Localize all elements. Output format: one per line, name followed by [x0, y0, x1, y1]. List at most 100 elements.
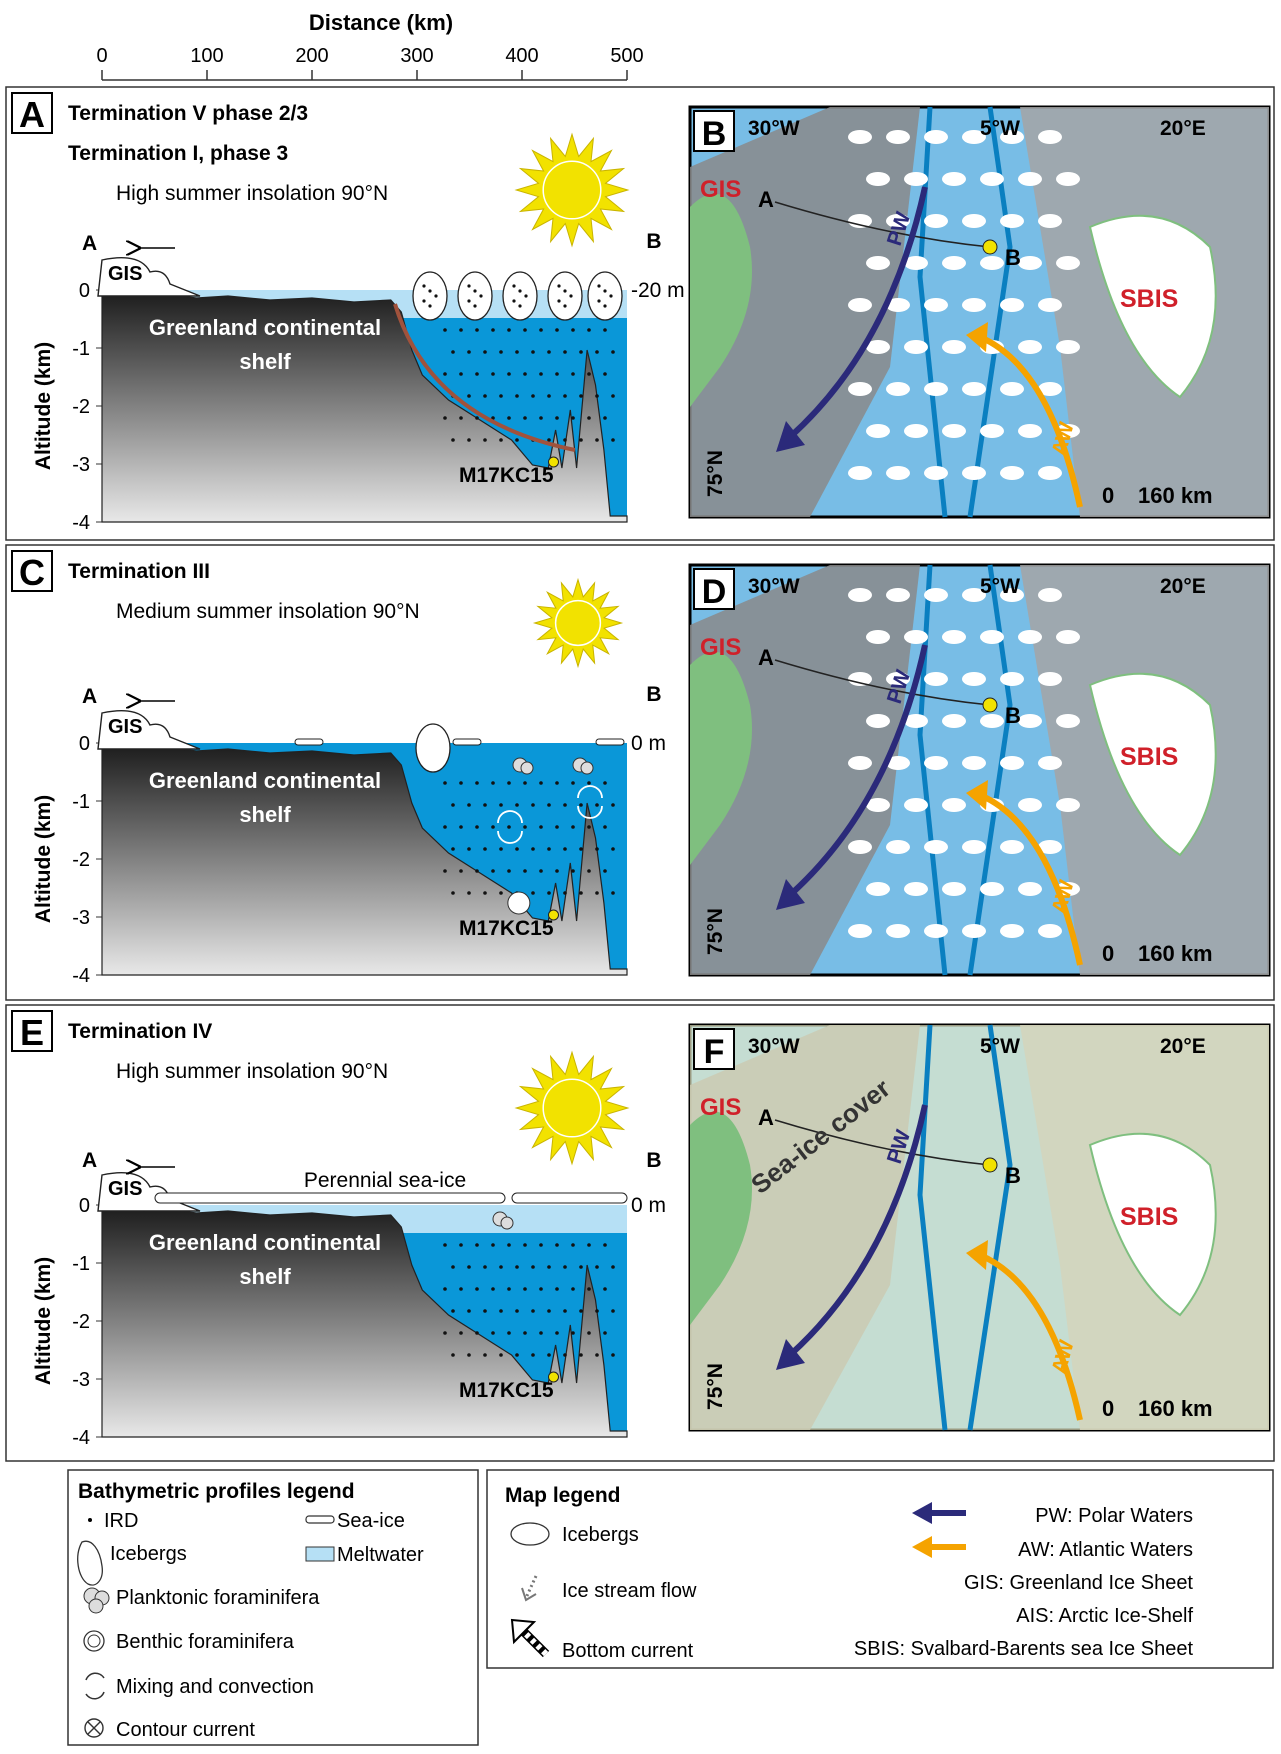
- map-iceberg: [942, 424, 966, 438]
- core-label: M17KC15: [459, 1379, 554, 1402]
- map-section-a: A: [758, 1105, 774, 1130]
- map-iceberg: [1000, 130, 1024, 144]
- map-iceberg: [962, 298, 986, 312]
- iceberg: [415, 723, 451, 773]
- panel-letter-box: [11, 92, 53, 134]
- distance-axis: Distance (km) 0 100 200 300 400 500: [96, 10, 644, 81]
- map-section-b: B: [1005, 1163, 1021, 1188]
- map-iceberg: [980, 882, 1004, 896]
- map-aw-label: AW: Atlantic Waters: [1018, 1539, 1193, 1561]
- iceberg: [412, 271, 448, 321]
- map-iceberg: [1018, 340, 1042, 354]
- svalbard-ice-sheet: [1088, 214, 1217, 399]
- map-iceberg: [866, 340, 890, 354]
- map-iceberg: [866, 256, 890, 270]
- altitude-axis-title: Altitude (km): [32, 795, 55, 923]
- altitude-tick-label: -4: [72, 965, 90, 987]
- map-iceberg: [848, 924, 872, 938]
- sbis-label: SBIS: [1120, 743, 1178, 771]
- panel-letter-box: [11, 550, 53, 592]
- map-iceberg: [886, 924, 910, 938]
- map-iceberg: [1038, 130, 1062, 144]
- altitude-tick-label: 0: [79, 733, 90, 755]
- map-iceberg: [924, 756, 948, 770]
- map-iceberg: [942, 714, 966, 728]
- map-section-b: B: [1005, 703, 1021, 728]
- bathy-sea-ice-label: Sea-ice: [337, 1510, 405, 1532]
- map-legend-title: Map legend: [505, 1484, 621, 1507]
- bathymetric-legend: Bathymetric profiles legend IRD Sea-ice …: [67, 1469, 479, 1746]
- map-iceberg: [866, 798, 890, 812]
- atlantic-waters-arrow: [978, 334, 1083, 508]
- map-iceberg: [886, 298, 910, 312]
- shelf-label: Greenland continental: [149, 1230, 381, 1255]
- sea-ice-icon: [305, 1515, 335, 1524]
- polar-waters-arrow: [787, 1104, 928, 1358]
- greenland-land: [690, 193, 752, 407]
- longitude-label: 20°E: [1160, 575, 1206, 598]
- distance-tick: 500: [610, 45, 643, 67]
- gis-label: GIS: [700, 1094, 741, 1121]
- map-iceberg: [904, 256, 928, 270]
- map-iceberg: [1056, 172, 1080, 186]
- map-iceberg: [848, 214, 872, 228]
- insolation-label: High summer insolation 90°N: [116, 1060, 388, 1083]
- ird-dots: [443, 781, 615, 895]
- map-iceberg: [1038, 756, 1062, 770]
- row-frame-2: [5, 544, 1275, 1001]
- map-iceberg: [1038, 588, 1062, 602]
- mixing-convection-icon: [85, 1672, 105, 1700]
- altitude-tick-label: -4: [72, 512, 90, 534]
- map-iceberg: [904, 882, 928, 896]
- map-iceberg: [848, 466, 872, 480]
- map-iceberg: [962, 756, 986, 770]
- surface-water: [180, 743, 627, 749]
- panel-letter-box: [11, 1010, 53, 1052]
- map-gis-ice-zone: [690, 107, 920, 517]
- map-ais-label: AIS: Arctic Ice-Shelf: [1016, 1605, 1193, 1627]
- altitude-tick-label: 0: [79, 1195, 90, 1217]
- map-iceberg: [904, 798, 928, 812]
- ird-dots: [443, 1243, 615, 1357]
- planktonic-foraminifera: [572, 757, 594, 775]
- altitude-tick-label: -1: [72, 1253, 90, 1275]
- map-legend: Map legend Icebergs Ice stream flow Bott…: [486, 1469, 1274, 1669]
- sea-level-label: -20 m: [631, 279, 685, 302]
- polar-waters-arrow: [787, 186, 928, 440]
- bottom-current-icon: [510, 1618, 550, 1658]
- shelf-label: Greenland continental: [149, 315, 381, 340]
- bathy-ird-label: IRD: [104, 1510, 138, 1532]
- map-icebergs: [848, 588, 1080, 938]
- map-iceberg: [1056, 630, 1080, 644]
- sun-icon: [532, 577, 624, 669]
- planktonic-foraminifera: [512, 757, 534, 775]
- map-iceberg: [886, 130, 910, 144]
- map-iceberg: [866, 630, 890, 644]
- map-iceberg: [1018, 714, 1042, 728]
- distance-tick: 0: [96, 45, 107, 67]
- section-end-a: A: [82, 232, 97, 255]
- map-section-a: A: [758, 645, 774, 670]
- iceberg: [457, 271, 493, 321]
- section-line: [774, 659, 991, 706]
- bathy-legend-title: Bathymetric profiles legend: [78, 1480, 355, 1503]
- row-frame-1: [5, 86, 1275, 541]
- map-iceberg: [866, 172, 890, 186]
- sbis-label: SBIS: [1120, 285, 1178, 313]
- map-iceberg: [924, 924, 948, 938]
- ice-sheet-label: GIS: [108, 263, 142, 285]
- latitude-label: 75°N: [704, 1363, 727, 1410]
- map-iceberg: [924, 588, 948, 602]
- scale-distance: 160 km: [1138, 483, 1213, 508]
- map-iceberg: [1056, 714, 1080, 728]
- map-sbis-label: SBIS: Svalbard-Barents sea Ice Sheet: [854, 1638, 1194, 1660]
- panel-letter: A: [19, 94, 45, 135]
- section-end-a: A: [82, 1149, 97, 1172]
- ridge-line: [917, 106, 948, 518]
- map-iceberg: [962, 382, 986, 396]
- greenland-land: [690, 651, 752, 865]
- map-iceberg: [962, 466, 986, 480]
- map-iceberg: [962, 214, 986, 228]
